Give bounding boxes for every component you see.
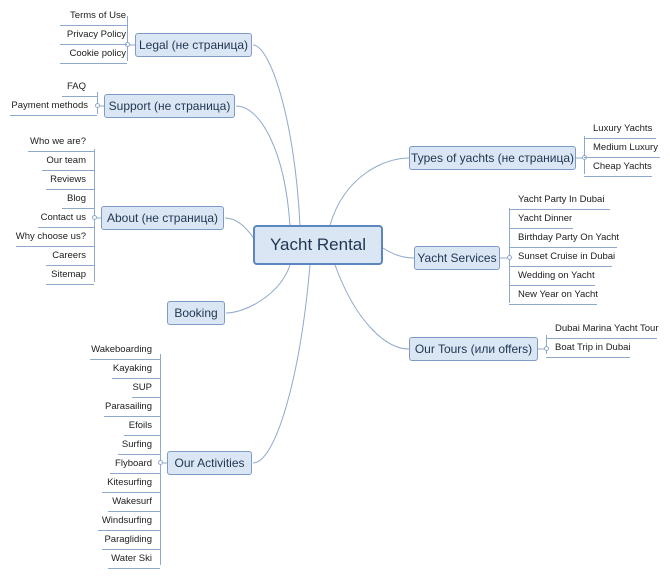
leaf-underline: [60, 63, 127, 64]
leaf-payment-methods[interactable]: Payment methods: [11, 100, 88, 111]
leaf-parasailing[interactable]: Parasailing: [105, 401, 152, 412]
leaf-wakeboarding[interactable]: Wakeboarding: [91, 344, 152, 355]
leaf-kitesurfing[interactable]: Kitesurfing: [107, 477, 152, 488]
leaf-yacht-party-in-dubai[interactable]: Yacht Party In Dubai: [518, 194, 605, 205]
leaf-surfing[interactable]: Surfing: [121, 439, 152, 450]
leaf-our-team[interactable]: Our team: [46, 155, 86, 166]
leaf-underline: [46, 284, 94, 285]
leaf-underline: [42, 170, 94, 171]
root-topic[interactable]: Yacht Rental: [253, 225, 383, 265]
leaf-underline: [584, 157, 660, 158]
link-root-support: [235, 105, 291, 227]
leaf-boat-trip-in-dubai[interactable]: Boat Trip in Dubai: [555, 342, 631, 353]
leaf-underline: [584, 176, 652, 177]
leaf-underline: [46, 265, 94, 266]
topic-our-activities[interactable]: Our Activities: [167, 451, 252, 475]
leaf-faq[interactable]: FAQ: [66, 81, 86, 92]
leaf-underline: [16, 246, 94, 247]
leaf-careers[interactable]: Careers: [52, 250, 86, 261]
leaf-who-we-are[interactable]: Who we are?: [30, 136, 86, 147]
leaf-cheap-yachts[interactable]: Cheap Yachts: [593, 161, 652, 172]
leaf-wakesurf[interactable]: Wakesurf: [112, 496, 152, 507]
leaf-sunset-cruise-in-dubai[interactable]: Sunset Cruise in Dubai: [518, 251, 616, 262]
bracket-tours: [546, 335, 547, 354]
leaf-underline: [546, 357, 630, 358]
bracket-legal: [127, 16, 128, 61]
leaf-underline: [62, 96, 97, 97]
leaf-sitemap[interactable]: Sitemap: [51, 269, 86, 280]
leaf-underline: [509, 228, 573, 229]
topic-about[interactable]: About (не страница): [101, 206, 224, 230]
topic-our-tours[interactable]: Our Tours (или offers): [409, 337, 538, 361]
link-root-activities: [252, 264, 311, 464]
leaf-underline: [98, 530, 160, 531]
leaf-blog[interactable]: Blog: [66, 193, 86, 204]
leaf-underline: [546, 338, 657, 339]
leaf-wedding-on-yacht[interactable]: Wedding on Yacht: [518, 270, 595, 281]
leaf-underline: [118, 454, 160, 455]
leaf-underline: [112, 378, 160, 379]
leaf-underline: [28, 151, 94, 152]
leaf-underline: [584, 138, 656, 139]
leaf-underline: [10, 115, 97, 116]
leaf-underline: [509, 247, 617, 248]
topic-support[interactable]: Support (не страница): [104, 94, 235, 118]
leaf-medium-luxury[interactable]: Medium Luxury: [593, 142, 658, 153]
leaf-contact-us[interactable]: Contact us: [40, 212, 86, 223]
leaf-underline: [108, 568, 160, 569]
leaf-why-choose-us[interactable]: Why choose us?: [15, 231, 86, 242]
bracket-activities: [160, 354, 161, 565]
leaf-underline: [60, 44, 127, 45]
leaf-dubai-marina-yacht-tour[interactable]: Dubai Marina Yacht Tour: [555, 323, 659, 334]
leaf-windsurfing[interactable]: Windsurfing: [101, 515, 152, 526]
leaf-efoils[interactable]: Efoils: [128, 420, 152, 431]
collapse-knob-tours[interactable]: [544, 346, 549, 351]
topic-yacht-services[interactable]: Yacht Services: [414, 246, 500, 270]
leaf-luxury-yachts[interactable]: Luxury Yachts: [593, 123, 653, 134]
leaf-underline: [102, 549, 160, 550]
leaf-paragliding[interactable]: Paragliding: [104, 534, 152, 545]
collapse-knob-activities[interactable]: [158, 460, 163, 465]
leaf-cookie-policy[interactable]: Cookie policy: [69, 48, 127, 59]
link-root-booking: [225, 264, 291, 314]
collapse-knob-about[interactable]: [92, 215, 97, 220]
leaf-underline: [46, 189, 94, 190]
topic-legal[interactable]: Legal (не страница): [135, 33, 252, 57]
leaf-underline: [132, 397, 160, 398]
collapse-knob-support[interactable]: [95, 103, 100, 108]
leaf-underline: [110, 473, 160, 474]
leaf-underline: [509, 304, 597, 305]
leaf-underline: [509, 285, 595, 286]
leaf-underline: [38, 227, 94, 228]
link-root-about: [224, 217, 256, 241]
leaf-underline: [509, 209, 610, 210]
leaf-terms-of-use[interactable]: Terms of Use: [70, 10, 126, 21]
leaf-reviews[interactable]: Reviews: [50, 174, 86, 185]
link-root-tours: [334, 264, 410, 350]
leaf-kayaking[interactable]: Kayaking: [112, 363, 152, 374]
leaf-new-year-on-yacht[interactable]: New Year on Yacht: [518, 289, 598, 300]
leaf-underline: [108, 511, 160, 512]
link-root-services: [382, 247, 415, 259]
leaf-flyboard[interactable]: Flyboard: [115, 458, 152, 469]
link-root-legal: [252, 44, 301, 227]
link-root-types: [329, 157, 410, 226]
leaf-water-ski[interactable]: Water Ski: [111, 553, 152, 564]
topic-booking[interactable]: Booking: [167, 301, 225, 325]
leaf-underline: [124, 435, 160, 436]
leaf-underline: [62, 208, 94, 209]
collapse-knob-services[interactable]: [507, 255, 512, 260]
leaf-birthday-party-on-yacht[interactable]: Birthday Party On Yacht: [518, 232, 620, 243]
leaf-underline: [60, 25, 127, 26]
topic-types-of-yachts[interactable]: Types of yachts (не страница): [409, 146, 576, 170]
leaf-sup[interactable]: SUP: [132, 382, 152, 393]
leaf-yacht-dinner[interactable]: Yacht Dinner: [518, 213, 573, 224]
leaf-privacy-policy[interactable]: Privacy Policy: [66, 29, 126, 40]
leaf-underline: [90, 359, 160, 360]
leaf-underline: [102, 492, 160, 493]
leaf-underline: [509, 266, 612, 267]
leaf-underline: [104, 416, 160, 417]
